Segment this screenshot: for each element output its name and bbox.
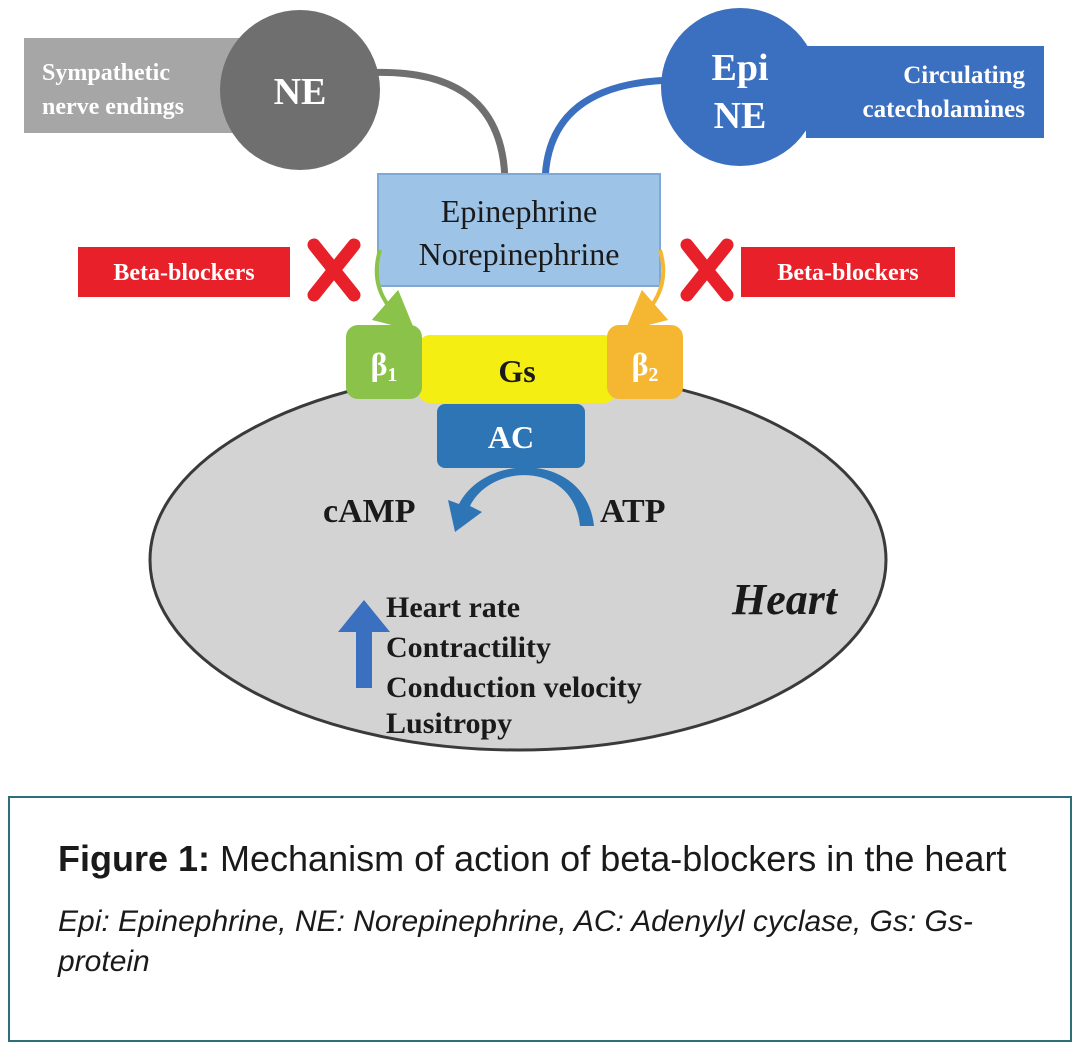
beta1-symbol: β [371, 346, 388, 382]
hormones-line1: Epinephrine [441, 193, 597, 229]
beta1-label: β1 [371, 346, 398, 386]
caption-legend: Epi: Epinephrine, NE: Norepinephrine, AC… [58, 905, 973, 978]
beta-blockers-left-box [78, 247, 290, 297]
sympathetic-label-line1: Sympathetic [42, 60, 170, 86]
hormones-line2: Norepinephrine [419, 236, 620, 272]
atp-to-camp-arrow [448, 467, 594, 532]
beta2-arrow [624, 249, 669, 332]
sympathetic-ne-circle [220, 10, 380, 170]
camp-label: cAMP [323, 493, 416, 530]
circulating-epi-label: Epi [711, 47, 768, 89]
effect-conduction-velocity: Conduction velocity [386, 671, 642, 704]
sympathetic-label-line2: nerve endings [42, 94, 184, 120]
up-arrow-icon [338, 600, 390, 688]
sympathetic-label-box [24, 38, 258, 133]
caption-title: Figure 1: Mechanism of action of beta-bl… [58, 838, 1006, 880]
cross-icon-left [307, 238, 361, 302]
beta2-symbol: β [632, 346, 649, 382]
figure-caption: Figure 1: Mechanism of action of beta-bl… [8, 796, 1072, 1042]
caption-title-lead: Figure 1: [58, 838, 211, 879]
effect-lusitropy: Lusitropy [386, 707, 512, 740]
circulating-label-line2: catecholamines [863, 96, 1026, 123]
circulating-connector [541, 76, 681, 186]
sympathetic-connector [339, 68, 509, 186]
circulating-ne-label: NE [714, 95, 767, 137]
gs-protein-label: Gs [498, 353, 535, 389]
sympathetic-ne-label: NE [274, 71, 327, 113]
beta1-arrow [371, 249, 416, 332]
effect-heart-rate: Heart rate [386, 591, 520, 624]
beta2-receptor [607, 325, 683, 399]
beta-blockers-right-box [741, 247, 955, 297]
beta-blockers-left-label: Beta-blockers [113, 260, 254, 286]
cross-icon-right [680, 238, 734, 302]
hormones-box [377, 173, 661, 287]
beta2-subscript: 2 [648, 364, 658, 386]
circulating-epi-ne-circle [661, 8, 819, 166]
caption-title-text: Mechanism of action of beta-blockers in … [210, 838, 1007, 879]
circulating-label-line1: Circulating [903, 62, 1025, 89]
atp-label: ATP [600, 493, 665, 530]
adenylyl-cyclase-box [437, 404, 585, 468]
beta1-subscript: 1 [387, 364, 397, 386]
beta2-label: β2 [632, 346, 659, 386]
effect-contractility: Contractility [386, 631, 551, 664]
gs-protein-bar [418, 335, 616, 403]
beta1-receptor [346, 325, 422, 399]
circulating-label-box [806, 46, 1044, 138]
adenylyl-cyclase-label: AC [488, 419, 534, 455]
beta-blockers-right-label: Beta-blockers [777, 260, 918, 286]
beta-blocker-diagram: Sympathetic nerve endings NE Circulating… [24, 8, 1044, 752]
heart-label: Heart [731, 575, 839, 624]
